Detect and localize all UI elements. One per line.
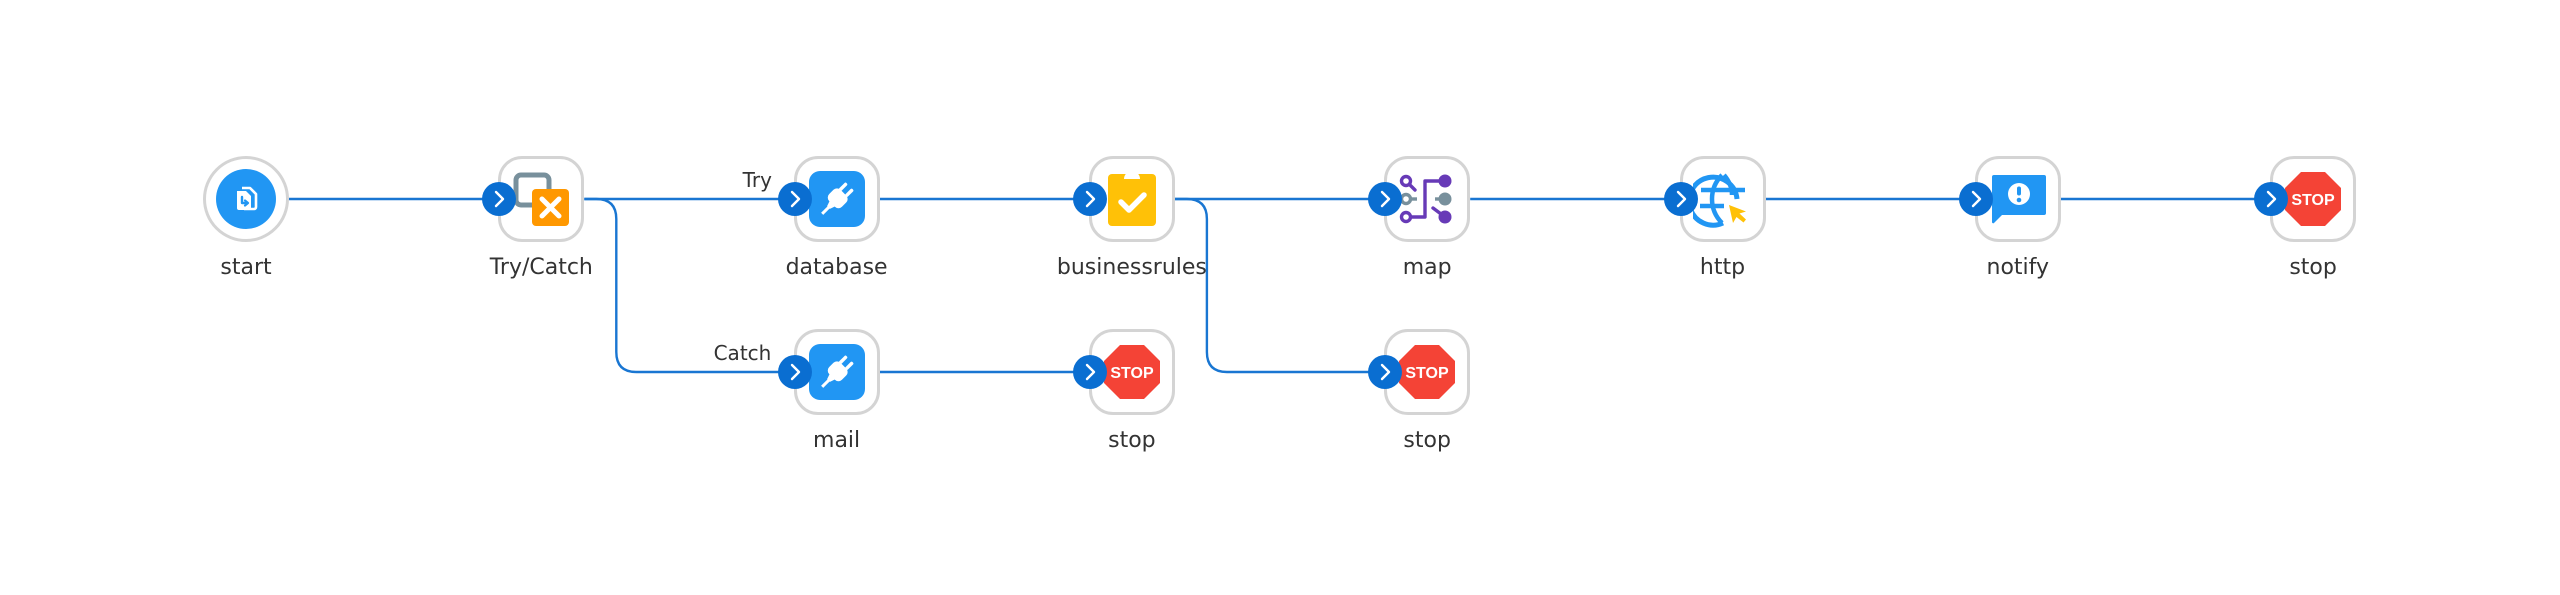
input-handle[interactable] bbox=[1072, 355, 1107, 389]
edge-trycatch-mail[interactable] bbox=[584, 197, 780, 374]
node-label: stop bbox=[1403, 428, 1451, 453]
edge-label-catch: Catch bbox=[713, 341, 772, 365]
stop-sign-icon: STOP bbox=[1397, 342, 1457, 402]
globe-cursor-icon bbox=[1692, 169, 1753, 229]
node-start[interactable] bbox=[203, 156, 289, 242]
input-handle[interactable] bbox=[1958, 182, 1993, 216]
chevron-right-icon bbox=[1085, 363, 1096, 381]
edge-businessrules-stop3[interactable] bbox=[1174, 197, 1371, 374]
chevron-right-icon bbox=[1971, 190, 1981, 208]
chevron-right-icon bbox=[2266, 190, 2277, 208]
input-handle[interactable] bbox=[2254, 182, 2289, 216]
try-catch-icon bbox=[511, 169, 571, 229]
node-label: Try/Catch bbox=[489, 255, 593, 280]
chevron-right-icon bbox=[1676, 190, 1686, 208]
chevron-right-icon bbox=[495, 190, 505, 208]
alert-message-icon bbox=[1988, 169, 2048, 229]
node-businessrules[interactable] bbox=[1072, 156, 1175, 242]
svg-text:STOP: STOP bbox=[1406, 365, 1450, 382]
node-label: stop bbox=[2289, 255, 2337, 280]
node-label: stop bbox=[1108, 428, 1156, 453]
node-database[interactable] bbox=[777, 156, 880, 242]
chevron-right-icon bbox=[1380, 363, 1391, 381]
node-label: notify bbox=[1986, 255, 2050, 280]
node-trycatch[interactable] bbox=[482, 156, 585, 242]
node-label: database bbox=[785, 255, 888, 280]
node-stop3[interactable]: STOP bbox=[1368, 329, 1471, 415]
node-http[interactable] bbox=[1663, 156, 1766, 242]
chevron-right-icon bbox=[1085, 190, 1096, 208]
chevron-right-icon bbox=[1380, 190, 1391, 208]
chevron-right-icon bbox=[790, 363, 800, 381]
node-label: mail bbox=[813, 428, 861, 453]
clipboard-check-icon bbox=[1102, 169, 1162, 229]
node-label: businessrules bbox=[1056, 255, 1207, 280]
node-label: start bbox=[220, 255, 272, 280]
node-mail[interactable] bbox=[777, 329, 880, 415]
input-handle[interactable] bbox=[777, 182, 812, 216]
svg-text:STOP: STOP bbox=[1110, 365, 1154, 382]
stop-sign-icon: STOP bbox=[1102, 342, 1162, 402]
plug-icon bbox=[807, 169, 867, 229]
node-label: map bbox=[1402, 255, 1452, 280]
plug-icon bbox=[807, 342, 867, 402]
start-file-icon bbox=[216, 169, 276, 229]
node-stop2[interactable]: STOP bbox=[1072, 329, 1175, 415]
svg-text:STOP: STOP bbox=[2291, 192, 2335, 209]
input-handle[interactable] bbox=[1368, 182, 1403, 216]
stop-sign-icon: STOP bbox=[2283, 169, 2343, 229]
node-label: http bbox=[1699, 255, 1746, 280]
input-handle[interactable] bbox=[1663, 182, 1698, 216]
input-handle[interactable] bbox=[777, 355, 812, 389]
input-handle[interactable] bbox=[482, 182, 517, 216]
input-handle[interactable] bbox=[1368, 355, 1403, 389]
edge-label-try: Try bbox=[742, 168, 772, 192]
node-notify[interactable] bbox=[1958, 156, 2061, 242]
chevron-right-icon bbox=[790, 190, 800, 208]
input-handle[interactable] bbox=[1072, 182, 1107, 216]
map-icon bbox=[1397, 169, 1457, 229]
node-map[interactable] bbox=[1368, 156, 1471, 242]
node-stop1[interactable]: STOP bbox=[2254, 156, 2357, 242]
